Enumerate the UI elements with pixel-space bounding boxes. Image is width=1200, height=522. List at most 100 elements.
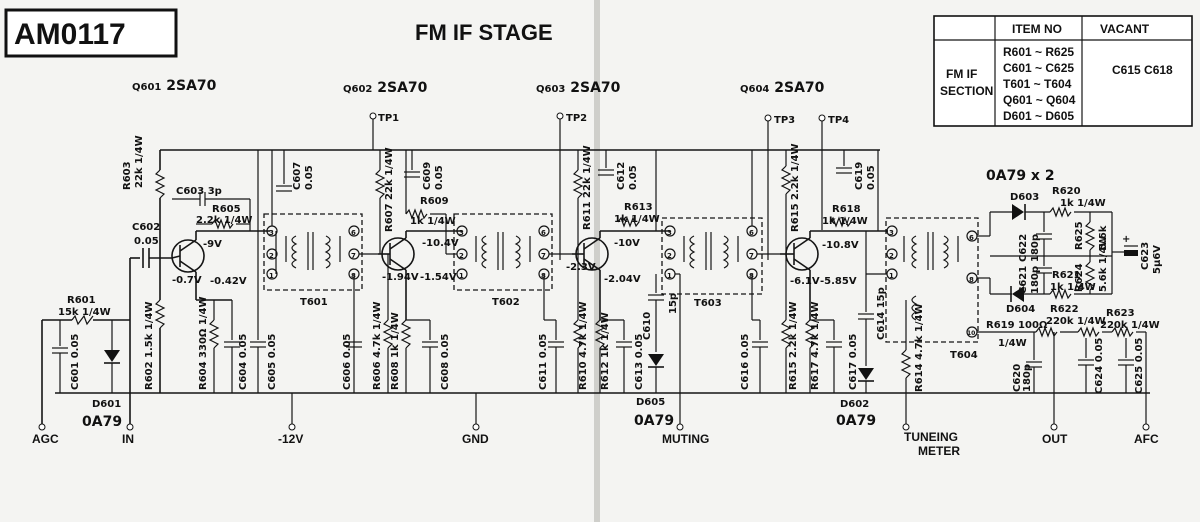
q603-collector-voltage: -10V: [614, 238, 640, 249]
r615-top-label: R615 2.2k 1/4W: [790, 143, 801, 232]
t602-primary-coil: [481, 235, 488, 269]
q604-transistor: [793, 258, 811, 271]
diagram-title: FM IF STAGE: [415, 20, 553, 45]
q603-transistor: [583, 237, 601, 250]
c621-value: 180p: [1030, 266, 1041, 294]
r615-top-resistor: [780, 165, 792, 195]
transformer-t601: 3 2 1 6 7 8 T601: [263, 150, 378, 308]
tp2-terminal: [556, 112, 564, 120]
d602-diode: [858, 368, 874, 380]
q602-collector-voltage: -10.4V: [422, 238, 459, 249]
t604-shield: [885, 217, 979, 343]
t601-label: T601: [300, 297, 328, 308]
r609-label: R609: [420, 196, 449, 207]
r605-label: R605: [212, 204, 241, 215]
q604-collector-voltage: -10.8V: [822, 240, 859, 251]
c614-label: C614 15p: [876, 287, 887, 340]
c609-label: C609: [422, 162, 433, 190]
q601-transistor: [171, 239, 205, 273]
d605-type: 0A79: [634, 413, 674, 429]
stage-q604: -10.8V -6.1V -5.85V R615 2.2k 1/4W C619 …: [740, 143, 888, 429]
r622-resistor: [1077, 326, 1100, 338]
r620-resistor: [1049, 206, 1072, 218]
pin-label: 1: [459, 272, 464, 280]
t601-primary-coil: [291, 235, 298, 269]
t602-secondary-coil: [514, 235, 521, 269]
c616-label: C616 0.05: [740, 334, 751, 390]
d604-label: D604: [1006, 304, 1035, 315]
table-item: Q601 ~ Q604: [1003, 93, 1076, 107]
r613-value: 1k 1/4W: [614, 214, 660, 225]
out-terminal: [1050, 423, 1058, 431]
r619-label: R619 100Ω: [986, 320, 1048, 331]
pin-label: 6: [541, 229, 546, 237]
d605-label: D605: [636, 397, 665, 408]
r618-label: R618: [832, 204, 861, 215]
c620-value: 180p: [1022, 364, 1033, 392]
t604-primary-coil: [911, 235, 918, 269]
t601-shield: [263, 213, 363, 291]
q601-emitter-voltage: -0.42V: [210, 276, 247, 287]
table-item: C601 ~ C625: [1003, 61, 1074, 75]
r620-label: R620: [1052, 186, 1081, 197]
rails: [55, 149, 1150, 394]
tp1-terminal: [369, 112, 377, 120]
q602-base-voltage: -1.94V: [382, 272, 419, 283]
r623-value: 220k 1/4W: [1100, 320, 1160, 331]
code-box: [4, 8, 178, 58]
d601-label: D601: [92, 399, 121, 410]
r624-resistor: [1084, 261, 1096, 291]
out-label: OUT: [1042, 432, 1068, 446]
pin-label: 6: [749, 229, 754, 237]
tp3-label: TP3: [774, 115, 795, 126]
meter-label: METER: [918, 444, 960, 458]
pin-label: 3: [459, 229, 464, 237]
r603-value: 22k 1/4W: [134, 135, 145, 188]
q603-base-voltage: -2.3V: [566, 262, 596, 273]
q602-label: Q602 2SA70: [343, 80, 428, 96]
c611-label: C611 0.05: [538, 334, 549, 390]
d605-diode: [648, 354, 664, 366]
q601-collector-voltage: -9V: [203, 239, 222, 250]
stage-q602: C607 0.05 -10.4V -1.94V -1.54V R607 22k …: [276, 147, 462, 393]
tuning-label: TUNEING: [904, 430, 958, 444]
transformer-t604: 3 2 1 6 8 10 T604 R614 4.7k 1/4W: [866, 217, 979, 425]
stage-q603: -10V -2.3V -2.04V R611 22k 1/4W C612 0.0…: [538, 145, 681, 429]
diode-pair-note: 0A79 x 2: [986, 168, 1055, 184]
t603-label: T603: [694, 298, 722, 309]
q601-transistor: [179, 260, 197, 273]
d603-label: D603: [1010, 192, 1039, 203]
d601-diode: [104, 350, 120, 362]
t603-pin-3: [664, 225, 676, 237]
r620-value: 1k 1/4W: [1060, 198, 1106, 209]
r609-value: 1k 1/4W: [410, 216, 456, 227]
q604-label: Q604 2SA70: [740, 80, 825, 96]
q604-emitter-voltage: -5.85V: [820, 276, 857, 287]
pin-label: 3: [889, 229, 894, 237]
r611-resistor: [572, 169, 584, 199]
r624-label: R624: [1074, 263, 1085, 292]
transformer-t602: 3 2 1 6 7 8 T602: [445, 213, 572, 308]
c621-label: C621: [1018, 266, 1029, 294]
r625-resistor: [1084, 221, 1096, 251]
test-points: TP1 TP2 TP3 TP4: [369, 112, 849, 260]
c607-label: C607: [292, 162, 303, 190]
r622-label: R622: [1050, 304, 1079, 315]
d603-diode: [1012, 204, 1024, 220]
q602-emitter-voltage: -1.54V: [420, 272, 457, 283]
in-terminal: [126, 423, 134, 431]
r607-resistor: [374, 169, 386, 199]
r604-label: R604 330Ω 1/4W: [198, 296, 209, 390]
r606-resistor: [382, 319, 394, 349]
r623-label: R623: [1106, 308, 1135, 319]
c604-label: C604 0.05: [238, 334, 249, 390]
c606-label: C606 0.05: [342, 334, 353, 390]
c608-label: C608 0.05: [440, 334, 451, 390]
c622-value: 180p: [1030, 234, 1041, 262]
c602-label: C602: [132, 222, 160, 233]
r613-label: R613: [624, 202, 653, 213]
in-label: IN: [122, 432, 134, 446]
r625-label: R625: [1074, 221, 1085, 250]
tp1-label: TP1: [378, 113, 399, 124]
